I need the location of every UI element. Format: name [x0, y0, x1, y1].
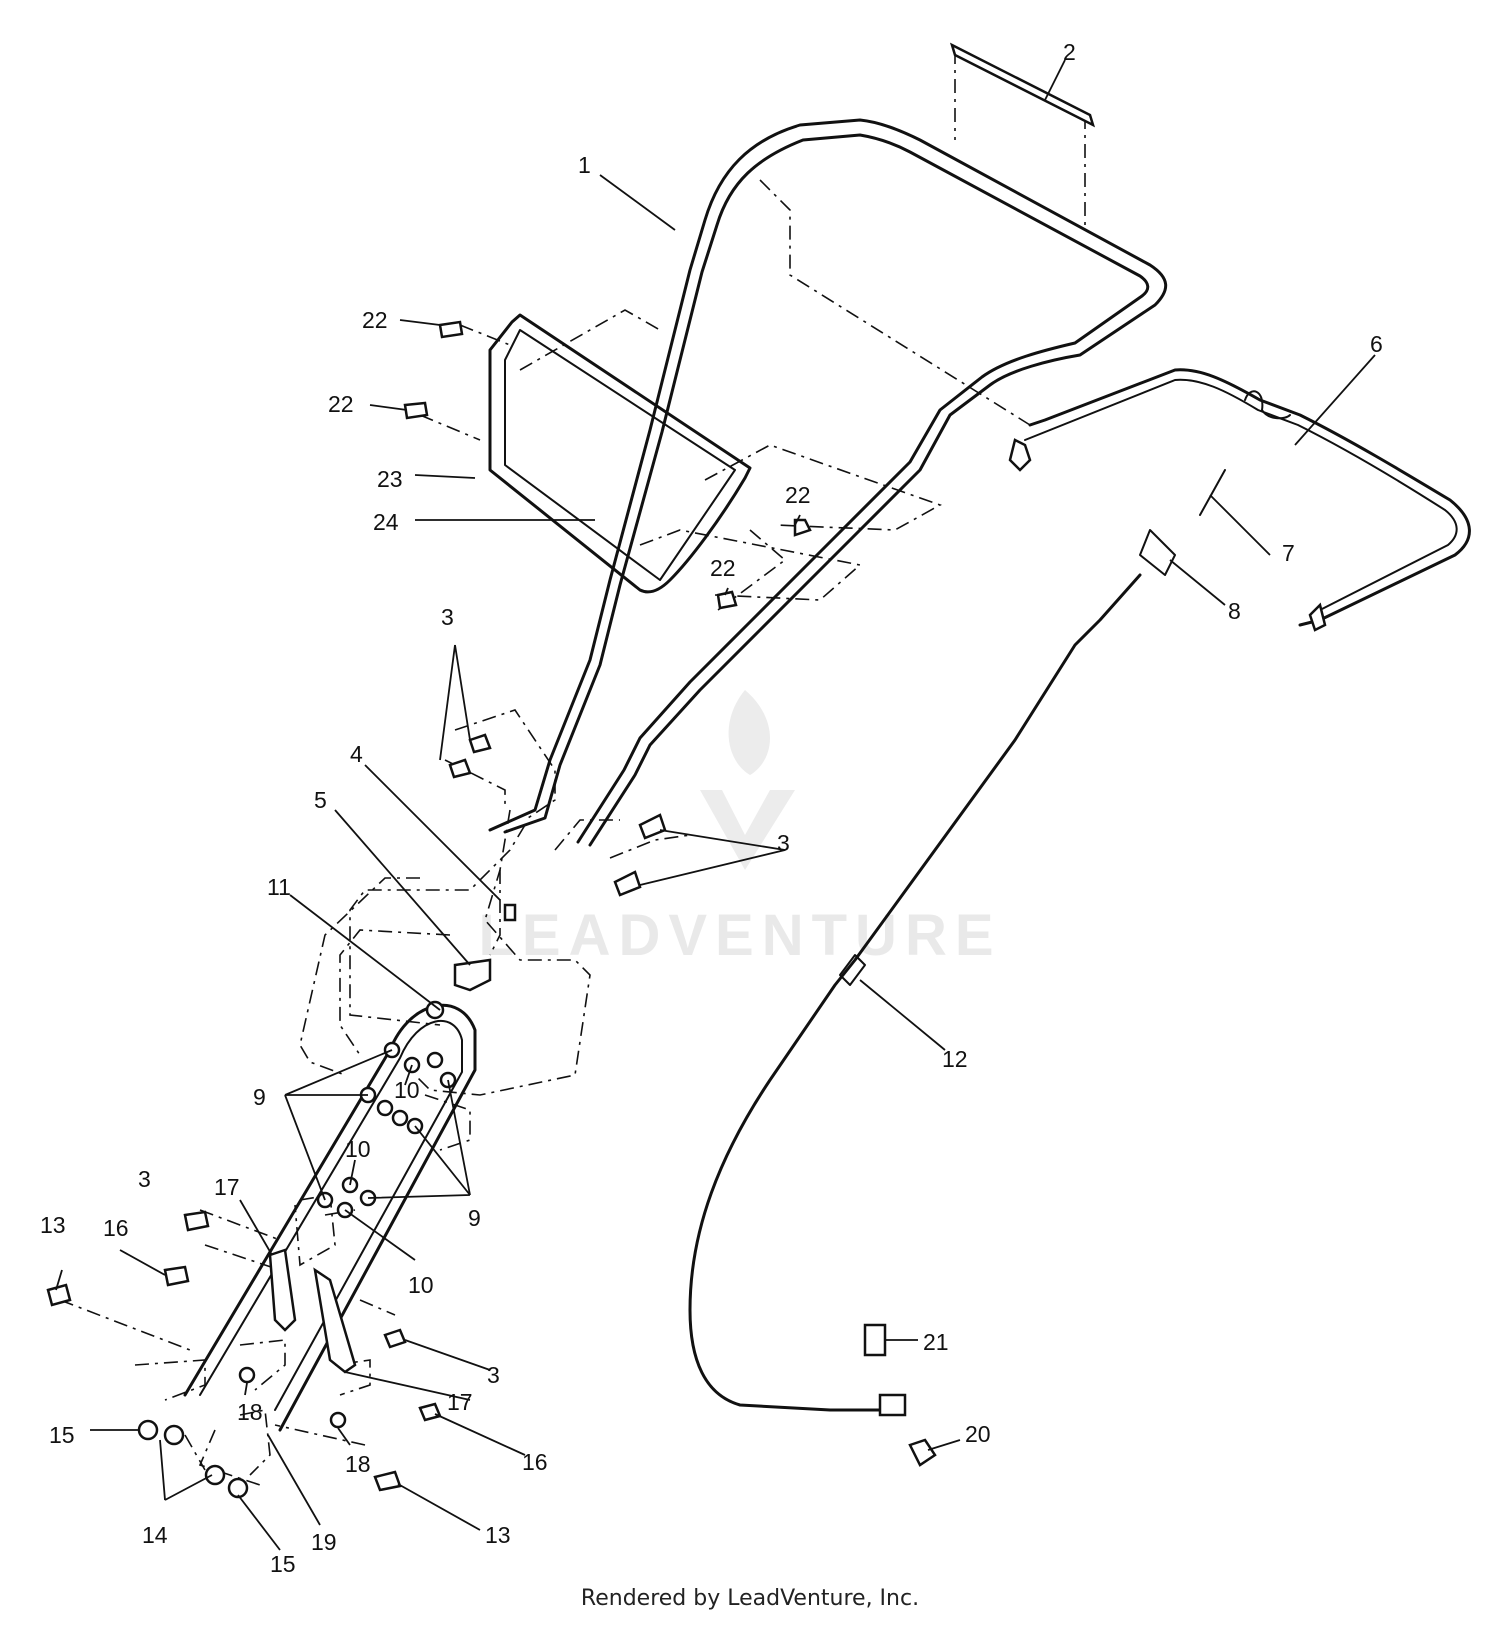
callout-13: 13	[40, 1212, 66, 1238]
callout-6: 6	[1370, 331, 1383, 357]
callout-16: 16	[522, 1449, 548, 1475]
callout-16: 16	[103, 1215, 129, 1241]
callout-17: 17	[214, 1174, 240, 1200]
callout-7: 7	[1282, 540, 1295, 566]
callout-5: 5	[314, 787, 327, 813]
callout-3: 3	[777, 830, 790, 856]
leader-lines	[55, 59, 1376, 1551]
callout-3: 3	[138, 1166, 151, 1192]
callout-23: 23	[377, 466, 403, 492]
callout-14: 14	[142, 1522, 168, 1548]
callout-24: 24	[373, 509, 399, 535]
callout-22: 22	[328, 391, 354, 417]
callout-labels: 1 2 3 3 3 3 4 5 6 7 8 9 9 10 10 10 11 12…	[40, 39, 1383, 1577]
callout-9: 9	[468, 1205, 481, 1231]
watermark-text: LEADVENTURE	[478, 903, 1001, 968]
callout-18: 18	[237, 1399, 263, 1425]
render-credit: Rendered by LeadVenture, Inc.	[580, 1586, 920, 1611]
callout-10: 10	[345, 1136, 371, 1162]
callout-21: 21	[923, 1329, 949, 1355]
callout-20: 20	[965, 1421, 991, 1447]
callout-4: 4	[350, 741, 363, 767]
callout-17: 17	[447, 1389, 473, 1415]
callout-8: 8	[1228, 598, 1241, 624]
parts	[46, 42, 1471, 1499]
callout-15: 15	[270, 1551, 296, 1577]
callout-11: 11	[267, 874, 291, 900]
callout-22: 22	[785, 482, 811, 508]
callout-19: 19	[311, 1529, 337, 1555]
callout-15: 15	[49, 1422, 75, 1448]
alignment-lines	[59, 50, 1086, 1486]
callout-2: 2	[1063, 39, 1076, 65]
callout-22: 22	[710, 555, 736, 581]
callout-1: 1	[578, 152, 591, 178]
callout-10: 10	[394, 1077, 420, 1103]
callout-3: 3	[487, 1362, 500, 1388]
callout-10: 10	[408, 1272, 434, 1298]
callout-9: 9	[253, 1084, 266, 1110]
callout-12: 12	[942, 1046, 968, 1072]
callout-3: 3	[441, 604, 454, 630]
callout-13: 13	[485, 1522, 511, 1548]
callout-22: 22	[362, 307, 388, 333]
watermark: LEADVENTURE	[478, 690, 1001, 968]
callout-18: 18	[345, 1451, 371, 1477]
